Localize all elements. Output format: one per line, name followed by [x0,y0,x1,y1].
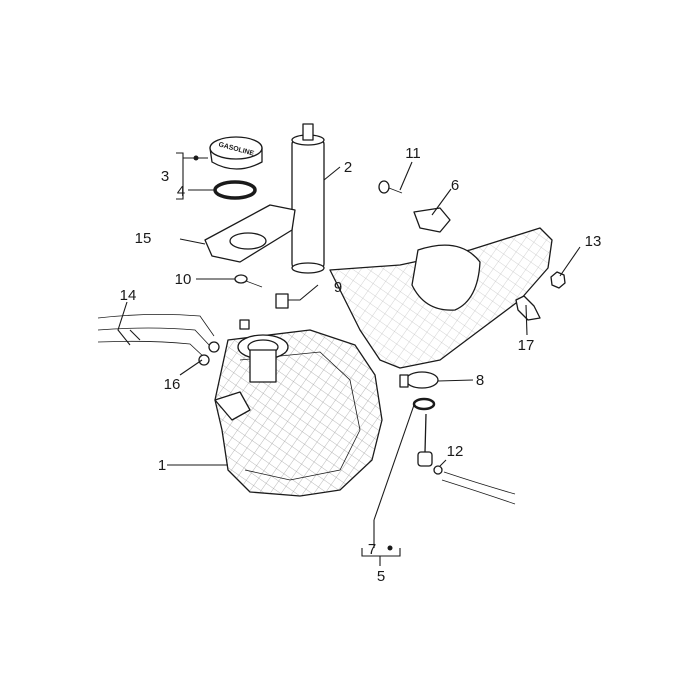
callout-4: 4 [177,183,185,200]
strap-clamp [399,371,439,389]
filler-tube [291,123,325,274]
o-ring-seal [213,180,257,200]
fuel-hose [433,465,516,505]
callout-15: 15 [135,230,152,247]
bolt [378,180,403,194]
nut [550,271,566,289]
callout-16: 16 [164,376,181,393]
pump-opening [237,319,289,383]
callout-8: 8 [476,372,484,389]
leader-lines [117,152,581,566]
bracket [413,207,451,233]
clip-bracket [515,295,541,321]
callout-9: 9 [334,279,342,296]
callout-7: 7 [368,541,376,558]
fuel-sensor [412,397,436,467]
hose-clamp [198,341,220,366]
hoses [97,314,215,359]
filler-tray [204,204,296,263]
screw [234,274,263,288]
callout-5: 5 [377,568,385,585]
callout-17: 17 [518,337,535,354]
callout-1: 1 [158,457,166,474]
clip [275,293,289,309]
fuel-cap: GASOLINE [209,136,263,170]
callout-14: 14 [120,287,137,304]
callout-3: 3 [161,168,169,185]
callout-13: 13 [585,233,602,250]
callout-2: 2 [344,159,352,176]
callout-6: 6 [451,177,459,194]
callout-12: 12 [447,443,464,460]
callout-11: 11 [405,145,421,162]
callout-10: 10 [175,271,192,288]
